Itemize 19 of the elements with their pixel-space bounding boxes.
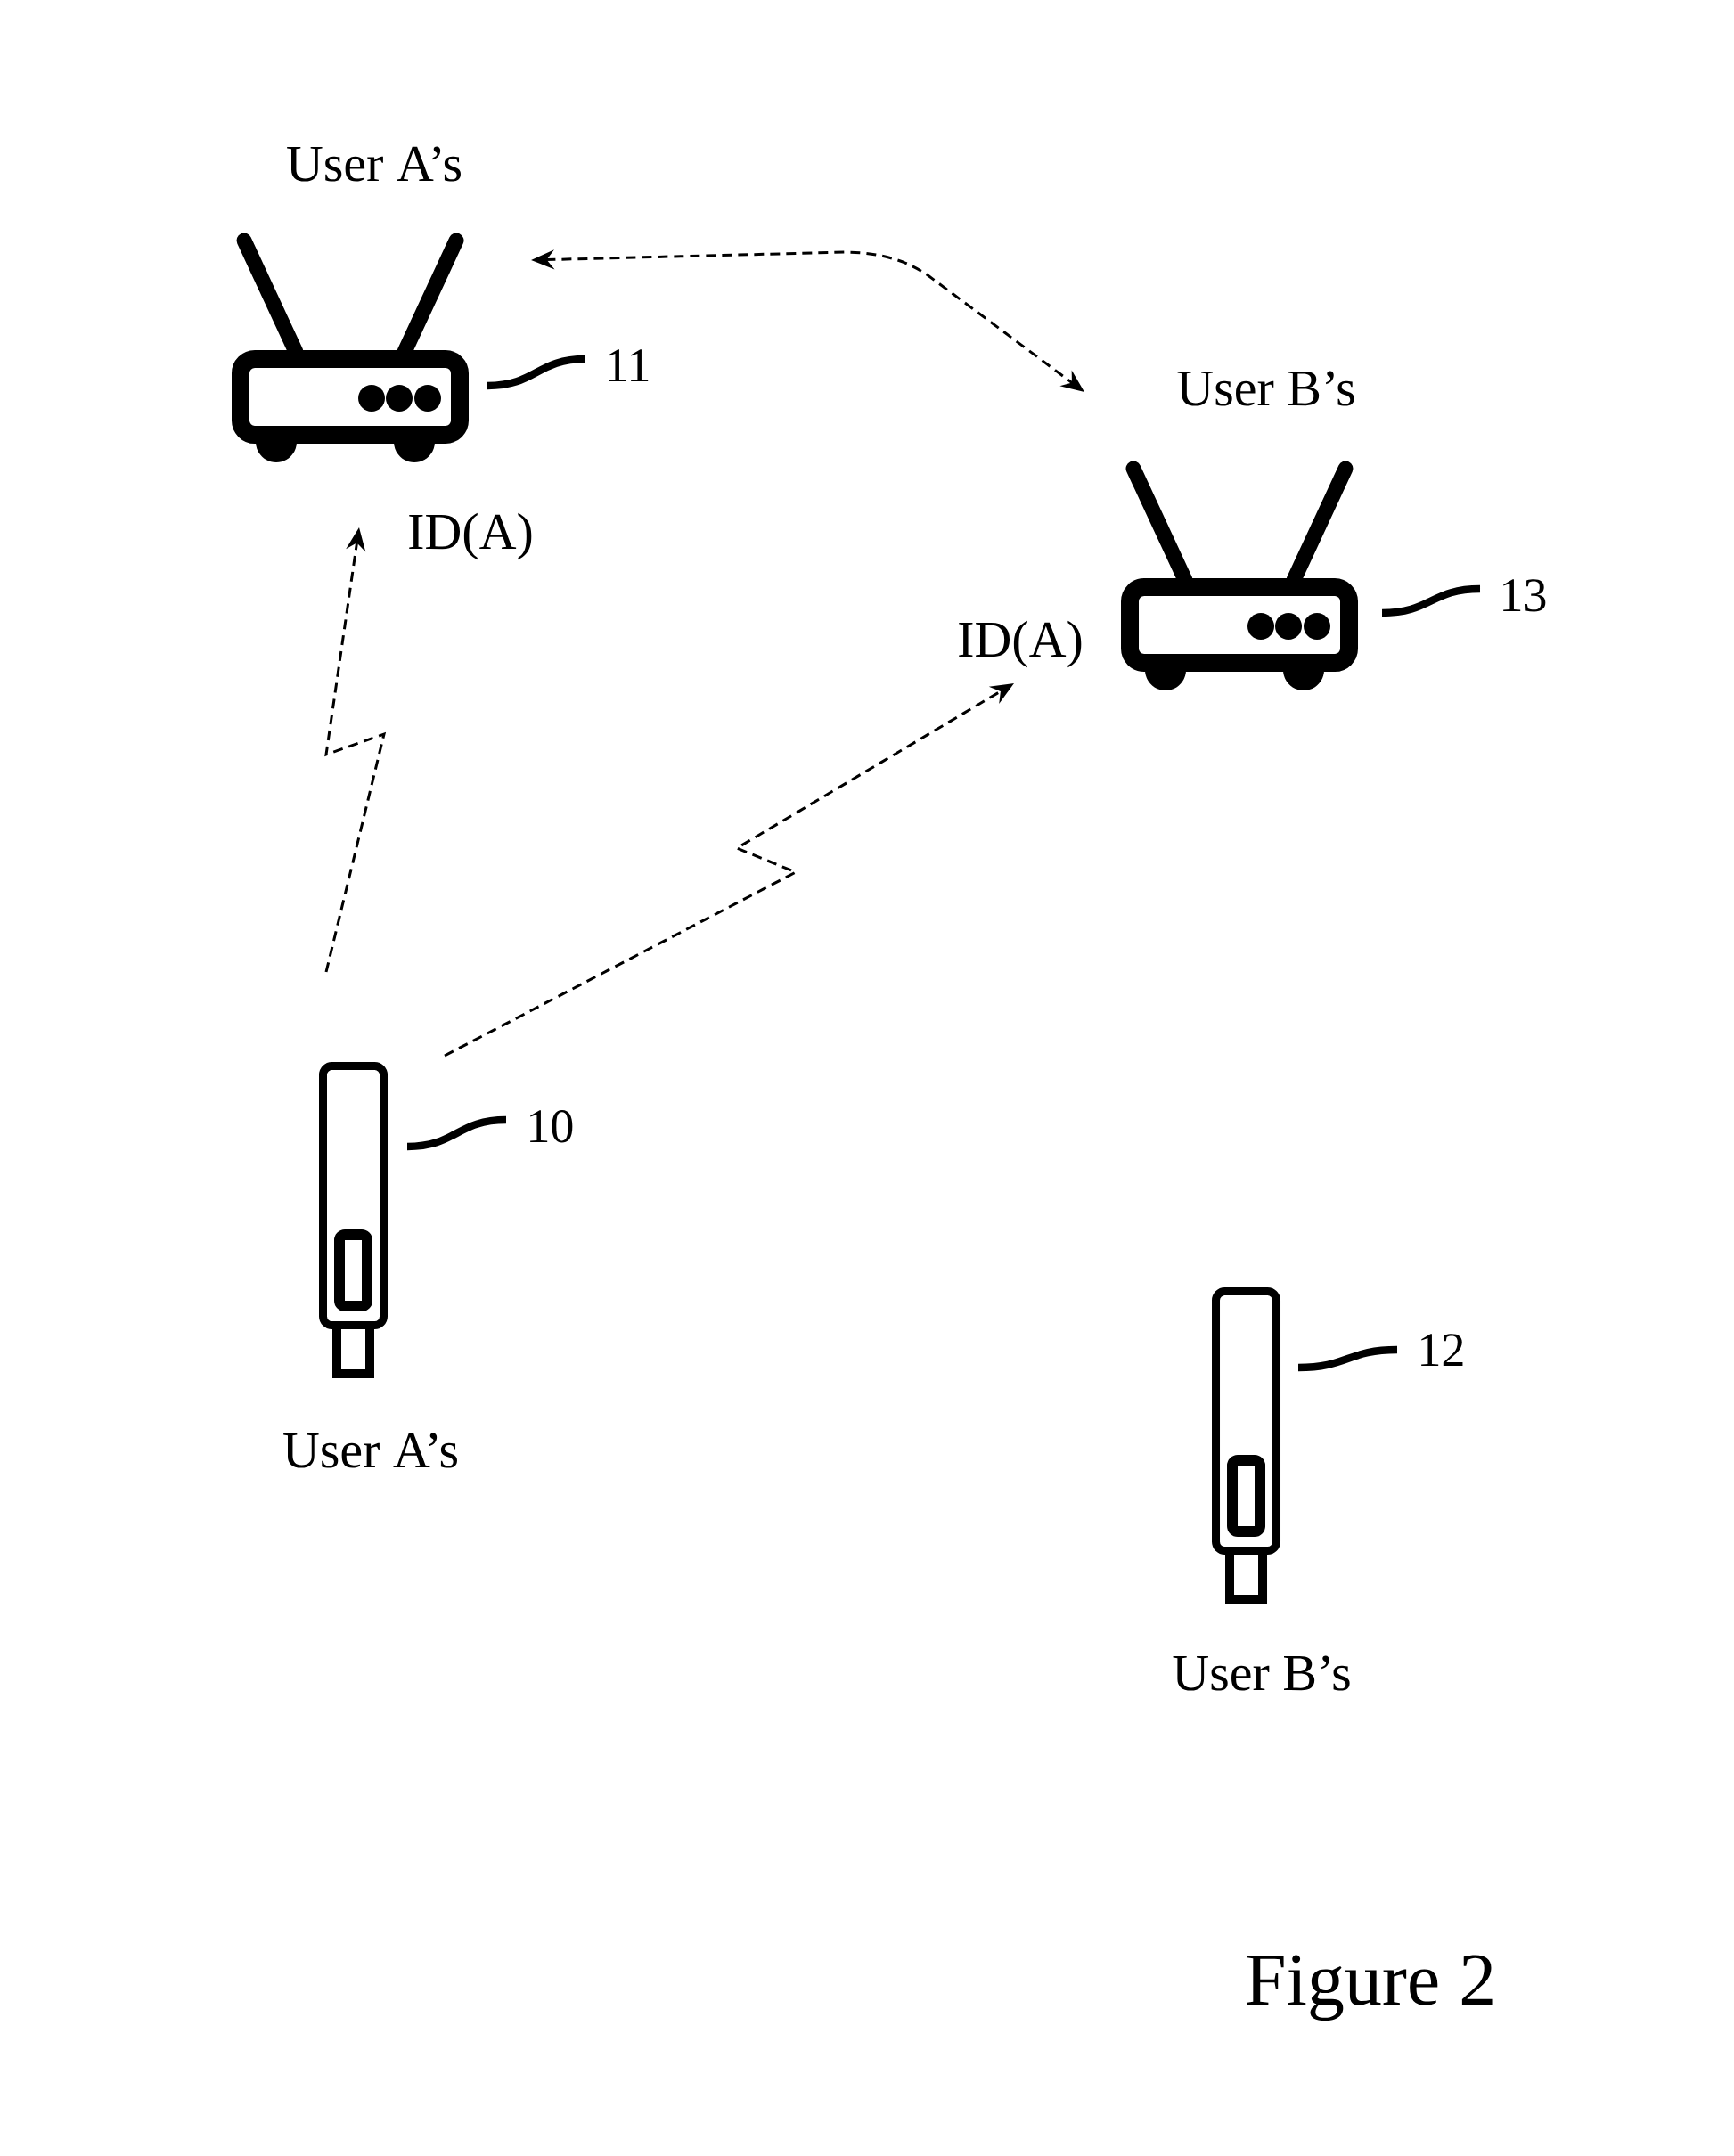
callout-number: 13 (1503, 579, 1546, 612)
leader-line (1297, 1345, 1398, 1372)
figure-caption: Figure 2 (1247, 1955, 1493, 2021)
leader-line (487, 355, 586, 390)
leader-line (406, 1115, 507, 1151)
leader-line (1381, 584, 1481, 617)
callout-number: 11 (609, 349, 649, 381)
wireless-router-icon (232, 233, 469, 462)
callout-number: 10 (530, 1110, 573, 1143)
device-caption: User B’s (1177, 371, 1354, 406)
edge-label: ID(A) (953, 617, 1087, 672)
device-caption: User B’s (1173, 1655, 1350, 1691)
device-caption: User A’s (283, 1433, 457, 1468)
edge-label: ID(A) (404, 509, 537, 564)
usb-dongle-icon (319, 1062, 388, 1378)
usb-dongle-icon (1212, 1287, 1280, 1604)
wireless-router-icon (1121, 461, 1358, 690)
device-caption: User A’s (287, 146, 461, 182)
callout-number: 12 (1421, 1334, 1463, 1366)
